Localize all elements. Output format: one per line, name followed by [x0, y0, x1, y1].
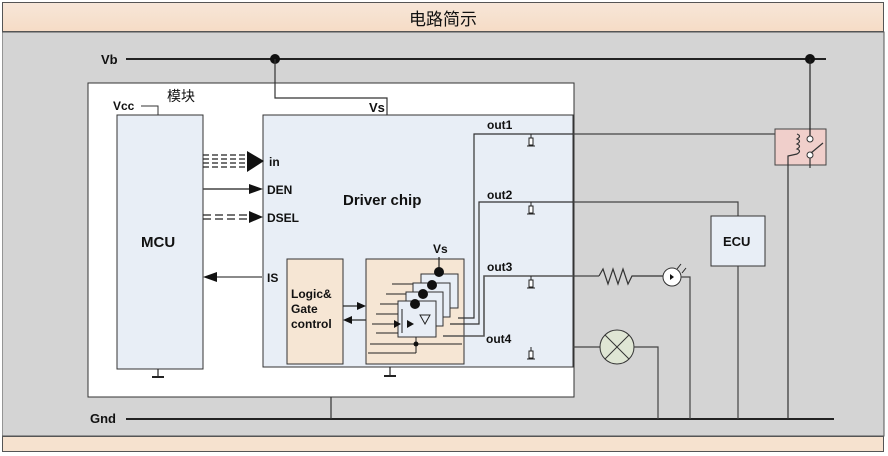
out1-esd-icon [527, 134, 535, 147]
led-diode-glyph [670, 274, 674, 280]
dsel-arrow-icon [249, 211, 263, 223]
pin-den-label: DEN [267, 183, 292, 197]
relay-switch-blade-icon [810, 142, 824, 154]
is-arrow-icon [203, 272, 217, 282]
pin-in-label: in [269, 155, 280, 169]
relay-coil-icon [787, 133, 801, 419]
logic-label-line1: Logic& [291, 287, 332, 301]
logic-to-switch-arrow-icon [357, 302, 366, 310]
diagram-title: 电路简示 [2, 2, 884, 32]
led-ray-2-icon [681, 267, 687, 274]
out2-label: out2 [487, 188, 513, 202]
den-arrow-icon [249, 184, 263, 194]
out2-to-ecu-wire [573, 201, 739, 216]
vs-supply-label: Vs [369, 100, 385, 115]
out1-internal-wire [458, 133, 573, 319]
out4-esd-icon [527, 347, 535, 360]
pin-is-label: IS [267, 271, 278, 285]
vcc-wire [141, 105, 159, 115]
logic-label-line2: Gate [291, 302, 318, 316]
out4-label: out4 [486, 332, 512, 346]
logic-gate-control-block [286, 258, 344, 365]
ecu-block [710, 215, 766, 267]
led-ray-1-icon [676, 263, 682, 270]
mosfet-channel-1 [368, 299, 462, 354]
lamp-cross-2 [604, 334, 630, 360]
logic-label-line3: control [291, 317, 332, 331]
out2-esd-icon [527, 202, 535, 215]
out3-internal-wire [443, 275, 573, 337]
out1-label: out1 [487, 118, 513, 132]
vb-label: Vb [101, 52, 118, 67]
out2-internal-wire [450, 201, 573, 325]
out3-esd-icon [527, 276, 535, 289]
resistor-icon [598, 267, 663, 286]
gnd-label: Gnd [90, 411, 116, 426]
in-arrow-icon [247, 151, 264, 172]
in-signal-bus [203, 154, 247, 168]
pin-dsel-label: DSEL [267, 211, 299, 225]
module-label: 模块 [167, 89, 195, 105]
relay-contact-bottom-icon [806, 151, 814, 159]
dsel-wire [203, 214, 249, 220]
mcu-label: MCU [141, 234, 175, 251]
mcu-block [116, 114, 204, 370]
out3-label: out3 [487, 260, 513, 274]
driver-chip-label: Driver chip [343, 192, 421, 209]
switch-to-logic-arrow-icon [343, 316, 352, 324]
vcc-label: Vcc [113, 99, 135, 113]
vs-supply-wire [274, 59, 388, 115]
lamp-gnd-wire [634, 346, 659, 419]
footer-bar [2, 436, 884, 452]
relay-contact-top-icon [806, 135, 814, 143]
ecu-label: ECU [723, 234, 750, 249]
vs-internal-label: Vs [433, 242, 448, 256]
led-gnd-wire [681, 276, 691, 419]
